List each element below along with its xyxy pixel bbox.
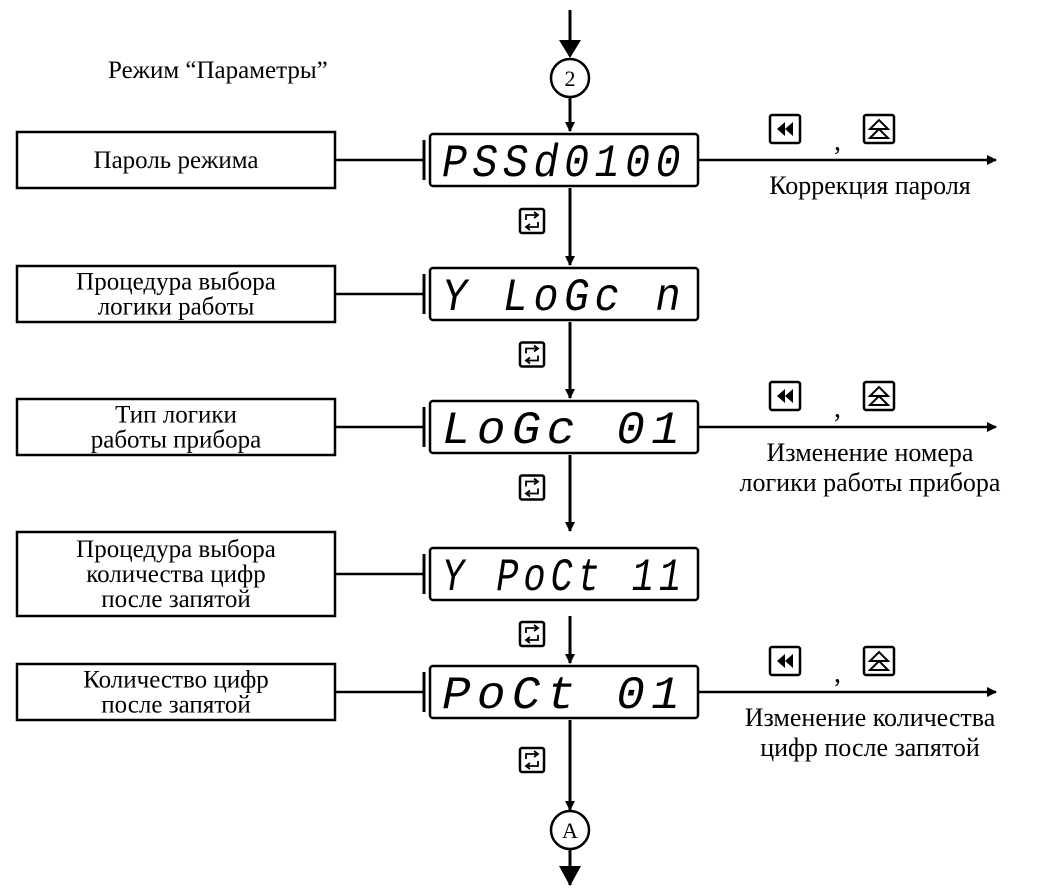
step-label-line-5-1: Количество цифр: [83, 667, 269, 694]
rewind-button-icon-5-glyph: [777, 654, 793, 668]
side-label-line-3-2: логики работы прибора: [740, 468, 1001, 497]
cycle-button-icon-3-top-arrow: [525, 344, 540, 354]
step-label-line-4-1: Процедура выбора: [76, 536, 276, 563]
entry-node-label: 2: [565, 66, 576, 91]
cycle-button-icon-exit-frame: [518, 746, 546, 774]
side-label-line-3-1: Изменение номера: [767, 438, 974, 467]
up-arrow-button-icon-3-glyph: [867, 385, 891, 406]
step-label-line-3-2: работы прибора: [91, 427, 262, 454]
seven-segment-display-2: Y LoGc n: [442, 272, 686, 324]
side-label-line-5-1: Изменение количества: [745, 703, 996, 732]
cycle-button-icon-4-bottom-arrow: [524, 488, 539, 498]
seven-segment-display-3: LoGc 01: [442, 405, 686, 457]
seven-segment-display-4: Y PoCt 11: [442, 552, 686, 604]
exit-node-circle: [549, 809, 591, 851]
step-label-line-2-2: логики работы: [98, 294, 255, 321]
entry-arrowhead: [559, 40, 581, 58]
step-label-box-3: [15, 397, 337, 457]
step-label-box-5: [15, 662, 337, 722]
cycle-button-icon-exit-bottom-arrow: [524, 761, 539, 770]
cycle-button-icon-5-top-arrow: [525, 624, 540, 633]
exit-arrowhead: [559, 866, 581, 886]
cycle-button-icon-3-bottom-arrow: [524, 355, 539, 365]
cycle-button-icon-2-top-arrow: [525, 211, 540, 220]
cycle-button-icon-5-bottom-arrow: [524, 635, 539, 644]
cycle-button-icon-2-bottom-arrow: [524, 222, 539, 231]
mode-title: Режим “Параметры”: [108, 57, 328, 84]
side-label-line-1-1: Коррекция пароля: [769, 171, 971, 200]
display-frame-4: [428, 546, 700, 602]
rewind-button-icon-3-glyph: [777, 389, 793, 403]
up-arrow-button-icon-5-glyph: [867, 650, 891, 671]
cycle-button-icon-2-frame: [518, 207, 546, 235]
separator-comma-3: ,: [834, 393, 841, 424]
exit-node-label: A: [562, 818, 578, 843]
cycle-button-icon-4-frame: [518, 474, 546, 501]
step-label-line-4-2: количества цифр: [86, 561, 266, 588]
up-arrow-button-icon-1-glyph: [867, 118, 891, 139]
cycle-button-icon-5-frame: [518, 620, 546, 648]
cycle-button-icon-exit-top-arrow: [525, 750, 540, 759]
step-label-line-4-3: после запятой: [101, 586, 250, 613]
step-label-line-1-1: Пароль режима: [94, 147, 259, 174]
side-label-line-5-2: цифр после запятой: [760, 733, 980, 762]
separator-comma-5: ,: [834, 658, 841, 689]
step-label-line-2-1: Процедура выбора: [76, 269, 276, 296]
step-label-box-2: [15, 264, 337, 324]
rewind-button-icon-1-glyph: [777, 122, 793, 136]
display-frame-2: [428, 266, 700, 322]
seven-segment-display-5: PoCt 01: [442, 670, 686, 722]
seven-segment-display-1: PSSd0100: [442, 138, 686, 190]
step-label-line-3-1: Тип логики: [115, 402, 237, 429]
separator-comma-1: ,: [834, 126, 841, 157]
cycle-button-icon-3-frame: [518, 341, 546, 368]
steps-layer: Пароль режима PSSd0100, Коррекция пароляПр…: [15, 97, 1001, 811]
cycle-button-icon-4-top-arrow: [525, 477, 540, 487]
step-label-line-5-2: после запятой: [101, 692, 250, 719]
